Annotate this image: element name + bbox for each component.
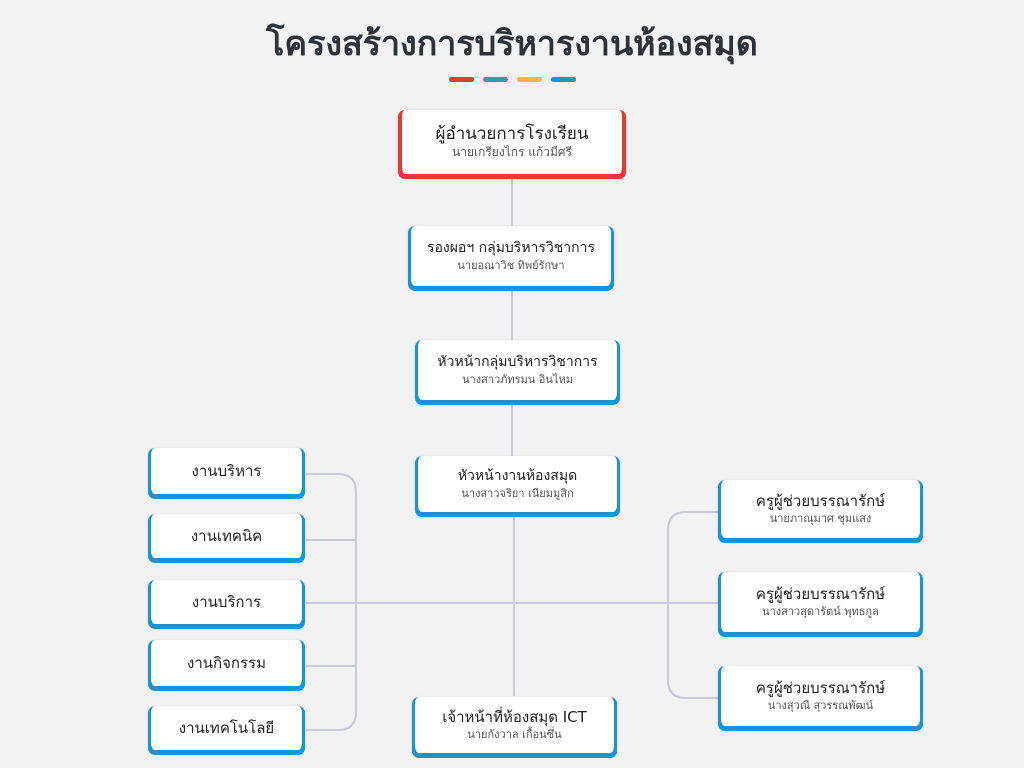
assistant-role: ครูผู้ช่วยบรรณารักษ์	[755, 584, 886, 603]
accent-blue	[551, 77, 576, 82]
assistant-node-2: ครูผู้ช่วยบรรณารักษ์ นางสาวสุดารัตน์ พุท…	[718, 572, 923, 632]
ict-officer-node: เจ้าหน้าที่ห้องสมุด ICT นายกังวาล เกื้อน…	[412, 697, 617, 753]
academic-head-role: หัวหน้ากลุ่มบริหารวิชาการ	[437, 353, 598, 370]
assistant-node-3: ครูผู้ช่วยบรรณารักษ์ นางสุวณี สุวรรณพัฒน…	[718, 666, 923, 726]
library-head-node: หัวหน้างานห้องสมุด นางสาวจริยา เนียมมูสิ…	[415, 456, 620, 512]
assistant-name: นายภาณุมาศ ชุมแสง	[769, 511, 872, 525]
director-node: ผู้อำนวยการโรงเรียน นายเกรียงไกร แก้วมีศ…	[398, 110, 626, 174]
department-label: งานบริการ	[191, 592, 262, 611]
department-label: งานเทคนิค	[190, 526, 263, 545]
deputy-node: รองผอฯ กลุ่มบริหารวิชาการ นายอณาวิช ทิพย…	[408, 226, 614, 286]
department-activity: งานกิจกรรม	[148, 640, 305, 686]
department-technical: งานเทคนิค	[148, 514, 305, 558]
department-service: งานบริการ	[148, 580, 305, 624]
assistant-role: ครูผู้ช่วยบรรณารักษ์	[755, 491, 886, 510]
assistant-name: นางสาวสุดารัตน์ พุทธกูล	[762, 604, 879, 618]
assistant-node-1: ครูผู้ช่วยบรรณารักษ์ นายภาณุมาศ ชุมแสง	[718, 480, 923, 538]
deputy-role: รองผอฯ กลุ่มบริหารวิชาการ	[426, 239, 596, 256]
academic-head-name: นางสาวภัทรมน อินไหม	[462, 372, 573, 386]
page-title: โครงสร้างการบริหารงานห้องสมุด	[266, 24, 758, 64]
accent-yellow	[517, 77, 542, 82]
director-name: นายเกรียงไกร แก้วมีศรี	[452, 144, 572, 159]
deputy-name: นายอณาวิช ทิพย์รักษา	[457, 258, 565, 272]
director-role: ผู้อำนวยการโรงเรียน	[435, 123, 589, 144]
assistant-role: ครูผู้ช่วยบรรณารักษ์	[755, 678, 886, 697]
department-label: งานเทคโนโลยี	[178, 718, 275, 737]
title-accent-bar	[449, 77, 577, 82]
department-admin: งานบริหาร	[148, 448, 305, 494]
academic-head-node: หัวหน้ากลุ่มบริหารวิชาการ นางสาวภัทรมน อ…	[415, 340, 620, 400]
department-label: งานกิจกรรม	[187, 653, 266, 672]
department-label: งานบริหาร	[191, 461, 262, 480]
library-head-name: นางสาวจริยา เนียมมูสิก	[461, 486, 574, 500]
department-technology: งานเทคโนโลยี	[148, 706, 305, 750]
accent-teal	[483, 77, 508, 82]
accent-red	[449, 77, 474, 82]
assistant-name: นางสุวณี สุวรรณพัฒน์	[767, 698, 874, 712]
ict-officer-role: เจ้าหน้าที่ห้องสมุด ICT	[442, 707, 587, 726]
ict-officer-name: นายกังวาล เกื้อนซึ่น	[467, 727, 562, 741]
library-head-role: หัวหน้างานห้องสมุด	[457, 467, 578, 484]
